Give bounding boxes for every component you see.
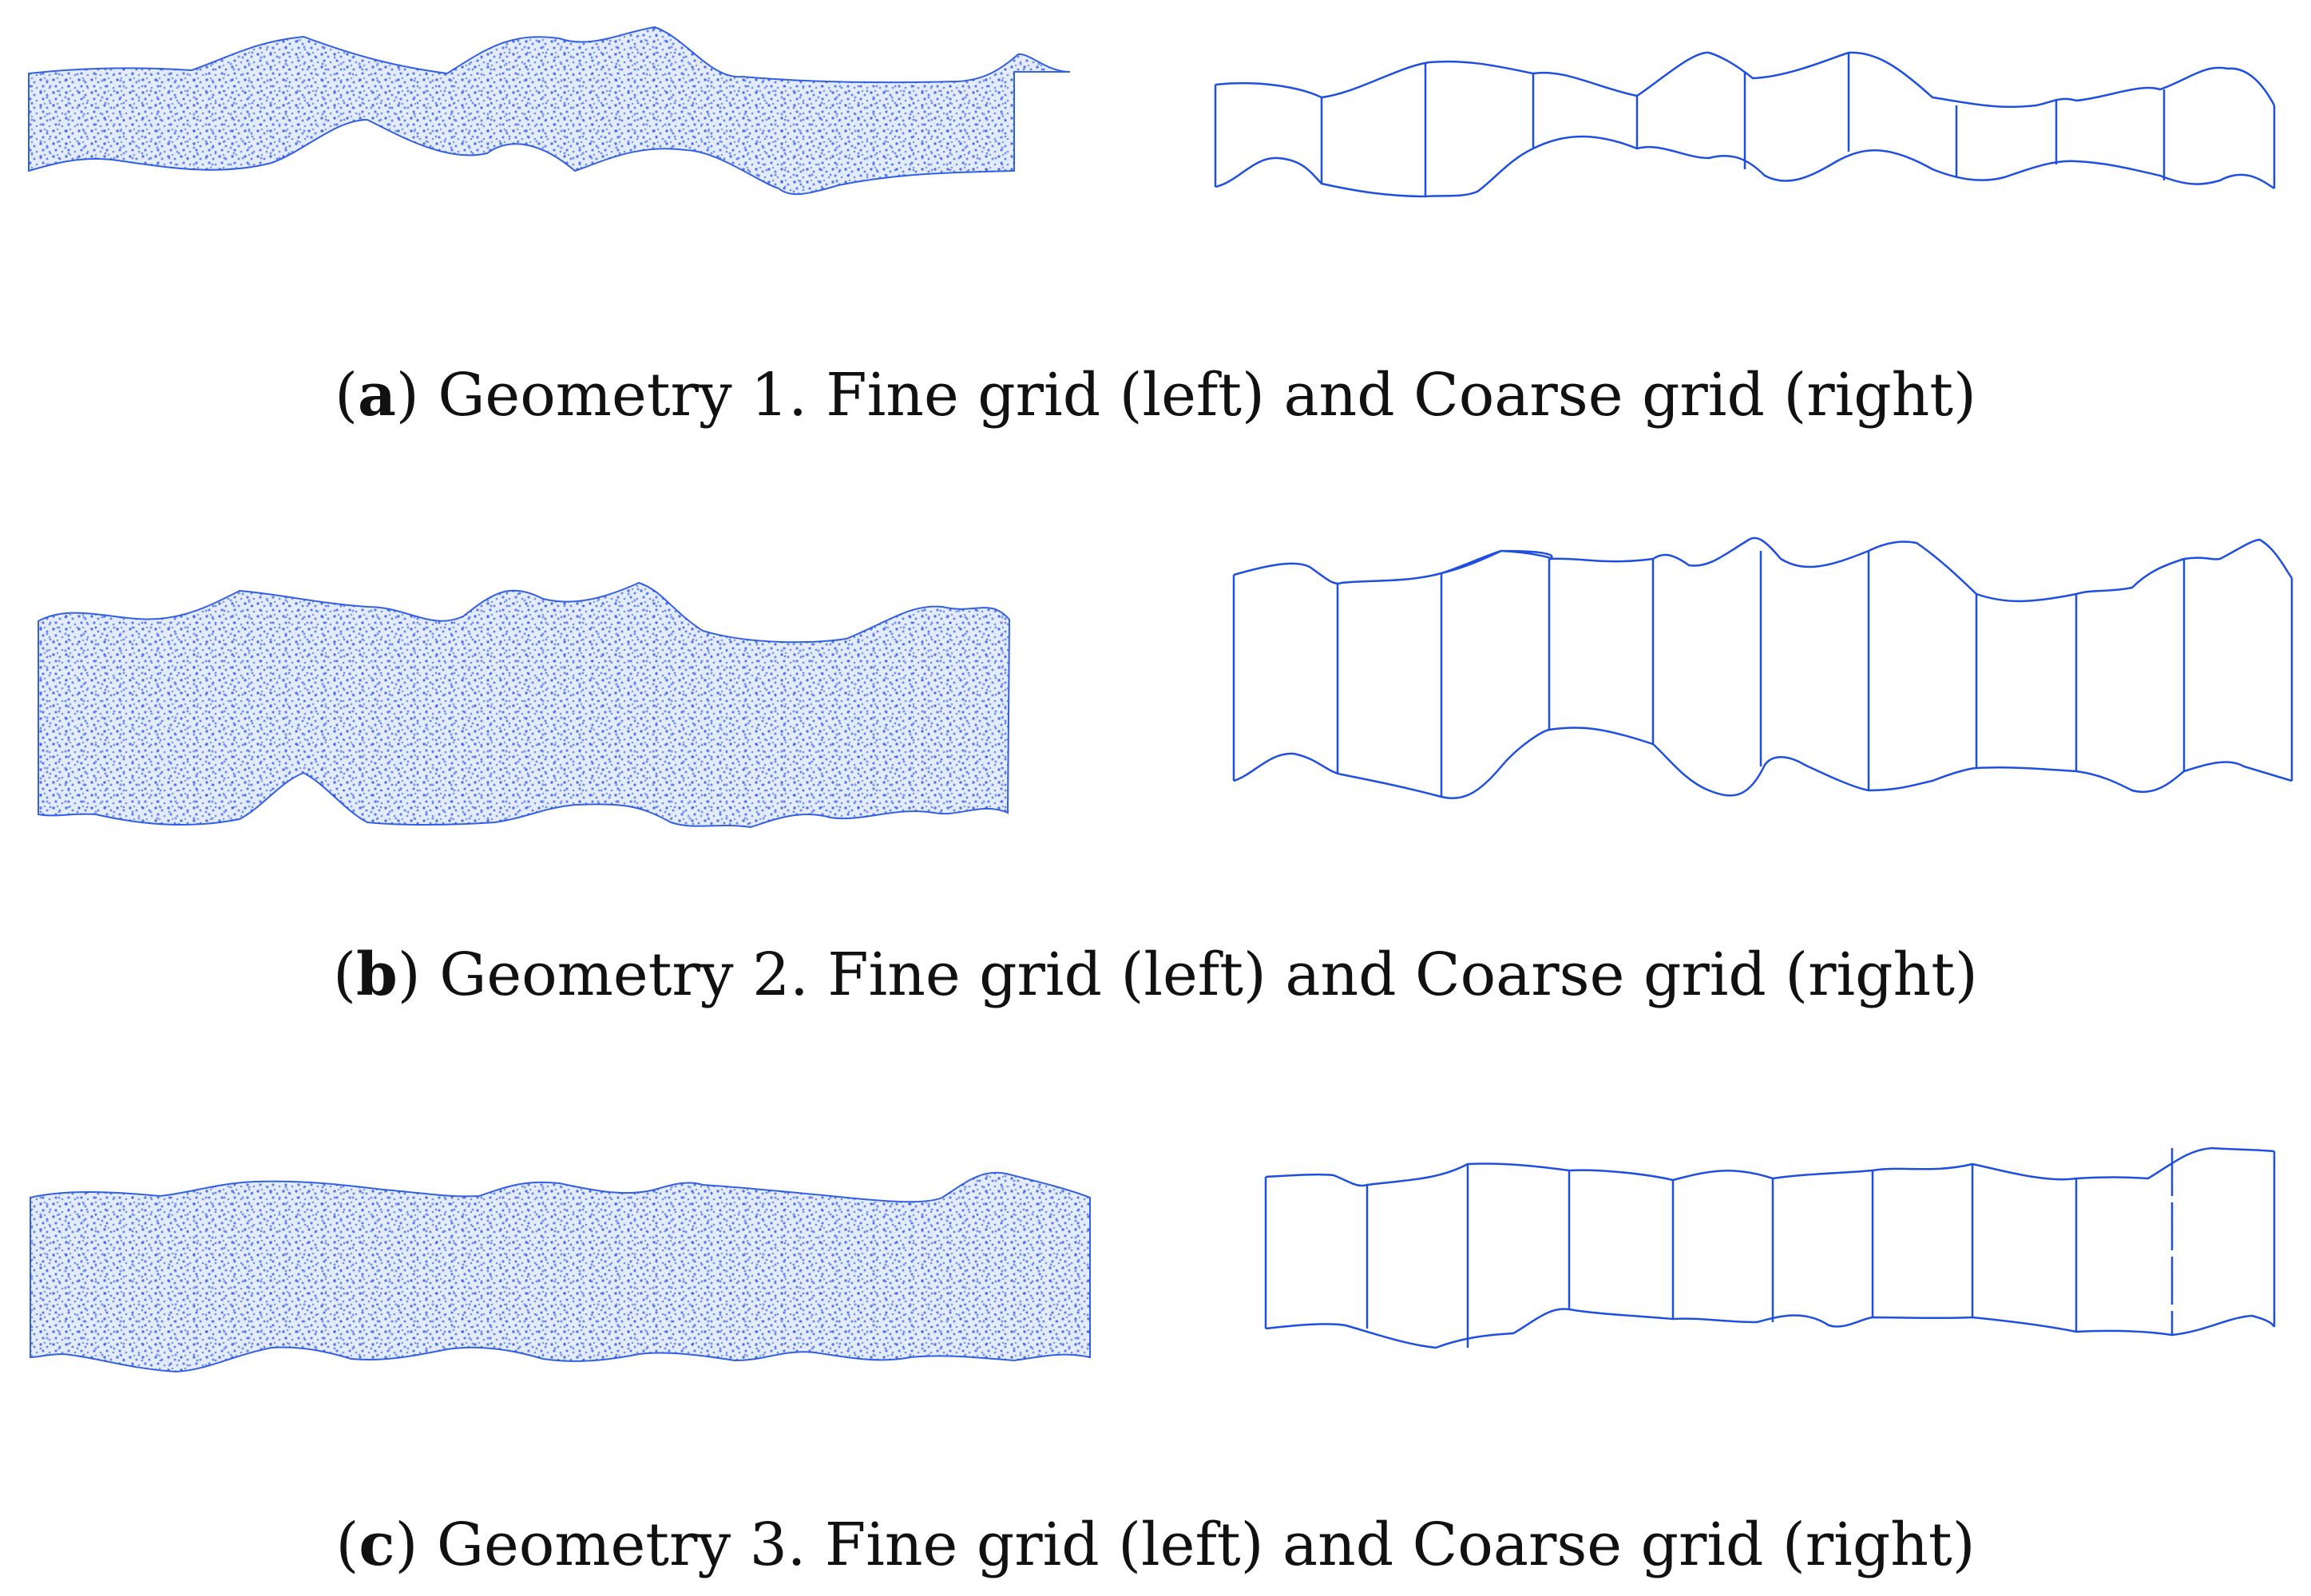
panel-c-fine-grid bbox=[30, 1171, 1091, 1373]
panel-b-coarse-grid bbox=[1232, 537, 2293, 800]
caption-b-text: Geometry 2. Fine grid (left) and Coarse … bbox=[439, 941, 1978, 1009]
panel-a-fine-grid bbox=[28, 26, 1071, 196]
caption-a: (a) Geometry 1. Fine grid (left) and Coa… bbox=[335, 361, 1976, 430]
panel-c-coarse-grid bbox=[1264, 1147, 2276, 1349]
caption-a-text: Geometry 1. Fine grid (left) and Coarse … bbox=[438, 361, 1976, 430]
caption-b: (b) Geometry 2. Fine grid (left) and Coa… bbox=[333, 941, 1978, 1009]
caption-c: (c) Geometry 3. Fine grid (left) and Coa… bbox=[335, 1511, 1976, 1579]
caption-c-text: Geometry 3. Fine grid (left) and Coarse … bbox=[436, 1511, 1976, 1579]
panel-a-coarse-grid bbox=[1214, 51, 2276, 198]
caption-c-label: c bbox=[359, 1511, 395, 1579]
panel-b-fine-grid bbox=[38, 581, 1011, 829]
caption-b-label: b bbox=[356, 941, 398, 1009]
caption-a-label: a bbox=[357, 361, 396, 430]
